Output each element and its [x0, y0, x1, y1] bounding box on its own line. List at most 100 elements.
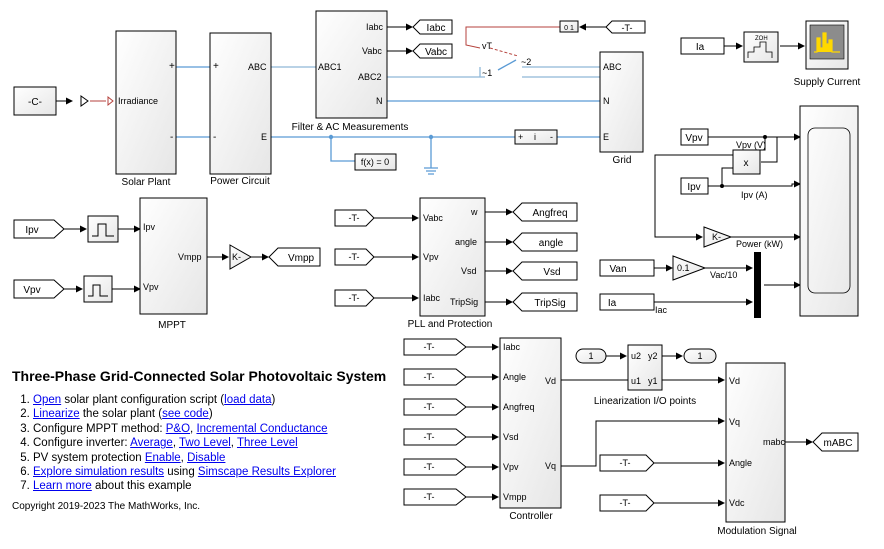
from-tag[interactable] — [680, 128, 709, 146]
from-tag[interactable] — [403, 368, 467, 386]
from-tag[interactable] — [403, 458, 467, 476]
from-tag[interactable] — [403, 488, 467, 506]
signal-wire — [465, 26, 560, 49]
from-label: Ipv — [25, 225, 38, 236]
product-label: x — [744, 158, 749, 169]
goto-tag[interactable] — [512, 261, 578, 281]
from-tag[interactable] — [403, 398, 467, 416]
gain-label: K- — [232, 252, 241, 262]
instruction-link[interactable]: Three Level — [236, 437, 298, 450]
product-block[interactable] — [732, 149, 761, 175]
instruction-link[interactable]: see code — [162, 408, 209, 421]
goto-label: Vsd — [543, 267, 560, 278]
instruction-link[interactable]: Enable — [144, 451, 181, 464]
port-abc: ABC — [603, 62, 622, 72]
port-iabc: Iabc — [366, 22, 384, 32]
from-tag[interactable] — [334, 248, 375, 266]
instruction-link[interactable]: Incremental Conductance — [196, 422, 328, 435]
gain-block[interactable] — [672, 255, 707, 281]
measurement-scope-block[interactable] — [799, 105, 859, 317]
port-u1: u1 — [631, 376, 641, 386]
goto-label: angle — [539, 238, 564, 249]
goto-tag[interactable] — [512, 202, 578, 222]
gain-label: 0.1 — [677, 263, 690, 273]
instruction-text: Configure MPPT method: — [33, 422, 166, 435]
from-tag[interactable] — [599, 293, 655, 311]
instruction-link[interactable]: P&O — [165, 422, 191, 435]
current-sensor-block[interactable] — [514, 129, 558, 145]
modulation-block[interactable] — [725, 362, 786, 523]
instruction-link[interactable]: Average — [130, 437, 173, 450]
instruction-link[interactable]: Two Level — [179, 437, 231, 450]
from-tag[interactable] — [334, 209, 375, 227]
gain-block[interactable] — [703, 226, 733, 248]
from-tag[interactable] — [605, 20, 646, 34]
from-tag[interactable] — [680, 37, 725, 55]
from-tag[interactable] — [599, 259, 655, 277]
controller-block[interactable] — [499, 337, 562, 509]
port-vmpp: Vmpp — [503, 492, 527, 502]
inport-block[interactable] — [575, 348, 607, 364]
from-tag[interactable] — [13, 219, 65, 239]
from-tag[interactable] — [599, 454, 655, 472]
zoh-block[interactable] — [743, 31, 779, 63]
from-tag[interactable] — [599, 494, 655, 512]
converter-icon — [80, 95, 89, 107]
from-tag[interactable] — [403, 338, 467, 356]
goto-tag[interactable] — [412, 19, 453, 35]
from-label: Vpv — [23, 285, 40, 296]
grid-title: Grid — [613, 155, 632, 166]
rate-transition-block[interactable] — [83, 275, 113, 303]
goto-tag[interactable] — [512, 232, 578, 252]
switch-vt-label: vT — [482, 41, 493, 51]
port-u2: u2 — [631, 351, 641, 361]
solar-plant-block[interactable] — [115, 30, 177, 175]
instruction-link[interactable]: Disable — [187, 451, 226, 464]
goto-tag[interactable] — [512, 292, 578, 312]
from-tag[interactable] — [680, 177, 709, 195]
port-vd: Vd — [729, 376, 740, 386]
switch-status-icon[interactable] — [559, 20, 579, 33]
ipv-signal-label: Ipv (A) — [741, 190, 768, 200]
constant-block[interactable] — [13, 86, 57, 116]
grid-block[interactable] — [599, 51, 644, 153]
goto-tag[interactable] — [412, 43, 453, 59]
instruction-text: ) — [208, 408, 213, 421]
from-label: -T- — [424, 492, 435, 502]
rate-transition-block[interactable] — [87, 215, 119, 243]
instruction-link[interactable]: Simscape Results Explorer — [197, 466, 336, 479]
port-angle: Angle — [729, 458, 752, 468]
from-tag[interactable] — [334, 289, 375, 307]
vac-signal-label: Vac/10 — [710, 270, 737, 280]
goto-tag[interactable] — [268, 247, 321, 267]
instruction-text: the solar plant ( — [79, 408, 163, 421]
instruction-link[interactable]: load data — [224, 394, 272, 406]
from-label: Ipv — [687, 182, 700, 193]
switch-contact-icon[interactable] — [497, 59, 517, 71]
goto-tag[interactable] — [812, 432, 859, 452]
vpv-signal-label: Vpv (V) — [736, 140, 766, 150]
instruction-text: PV system protection — [33, 451, 145, 464]
linearization-block[interactable] — [627, 344, 663, 391]
mux-block[interactable] — [754, 252, 761, 318]
instruction-link[interactable]: Linearize — [33, 408, 80, 421]
filter-block[interactable] — [315, 10, 388, 119]
pll-block[interactable] — [419, 197, 486, 317]
instruction-item: PV system protection Enable, Disable — [33, 451, 412, 465]
mppt-block[interactable] — [139, 197, 208, 315]
from-tag[interactable] — [13, 279, 65, 299]
outport-block[interactable] — [683, 348, 717, 364]
solver-config-block[interactable] — [354, 153, 397, 171]
switch-pos-1: ~1 — [482, 68, 492, 78]
gain-block[interactable] — [229, 244, 253, 270]
port-abc1: ABC1 — [318, 62, 342, 72]
instruction-link[interactable]: Explore simulation results — [33, 466, 165, 479]
instruction-link[interactable]: Learn more — [33, 480, 92, 493]
port-vsd: Vsd — [503, 432, 519, 442]
power-circuit-block[interactable] — [209, 32, 272, 175]
instruction-link[interactable]: Open — [33, 394, 62, 406]
from-label: Vpv — [685, 133, 702, 144]
instruction-item: Configure inverter: Average, Two Level, … — [33, 436, 412, 450]
port-mabc: mabc — [763, 437, 786, 447]
from-tag[interactable] — [403, 428, 467, 446]
